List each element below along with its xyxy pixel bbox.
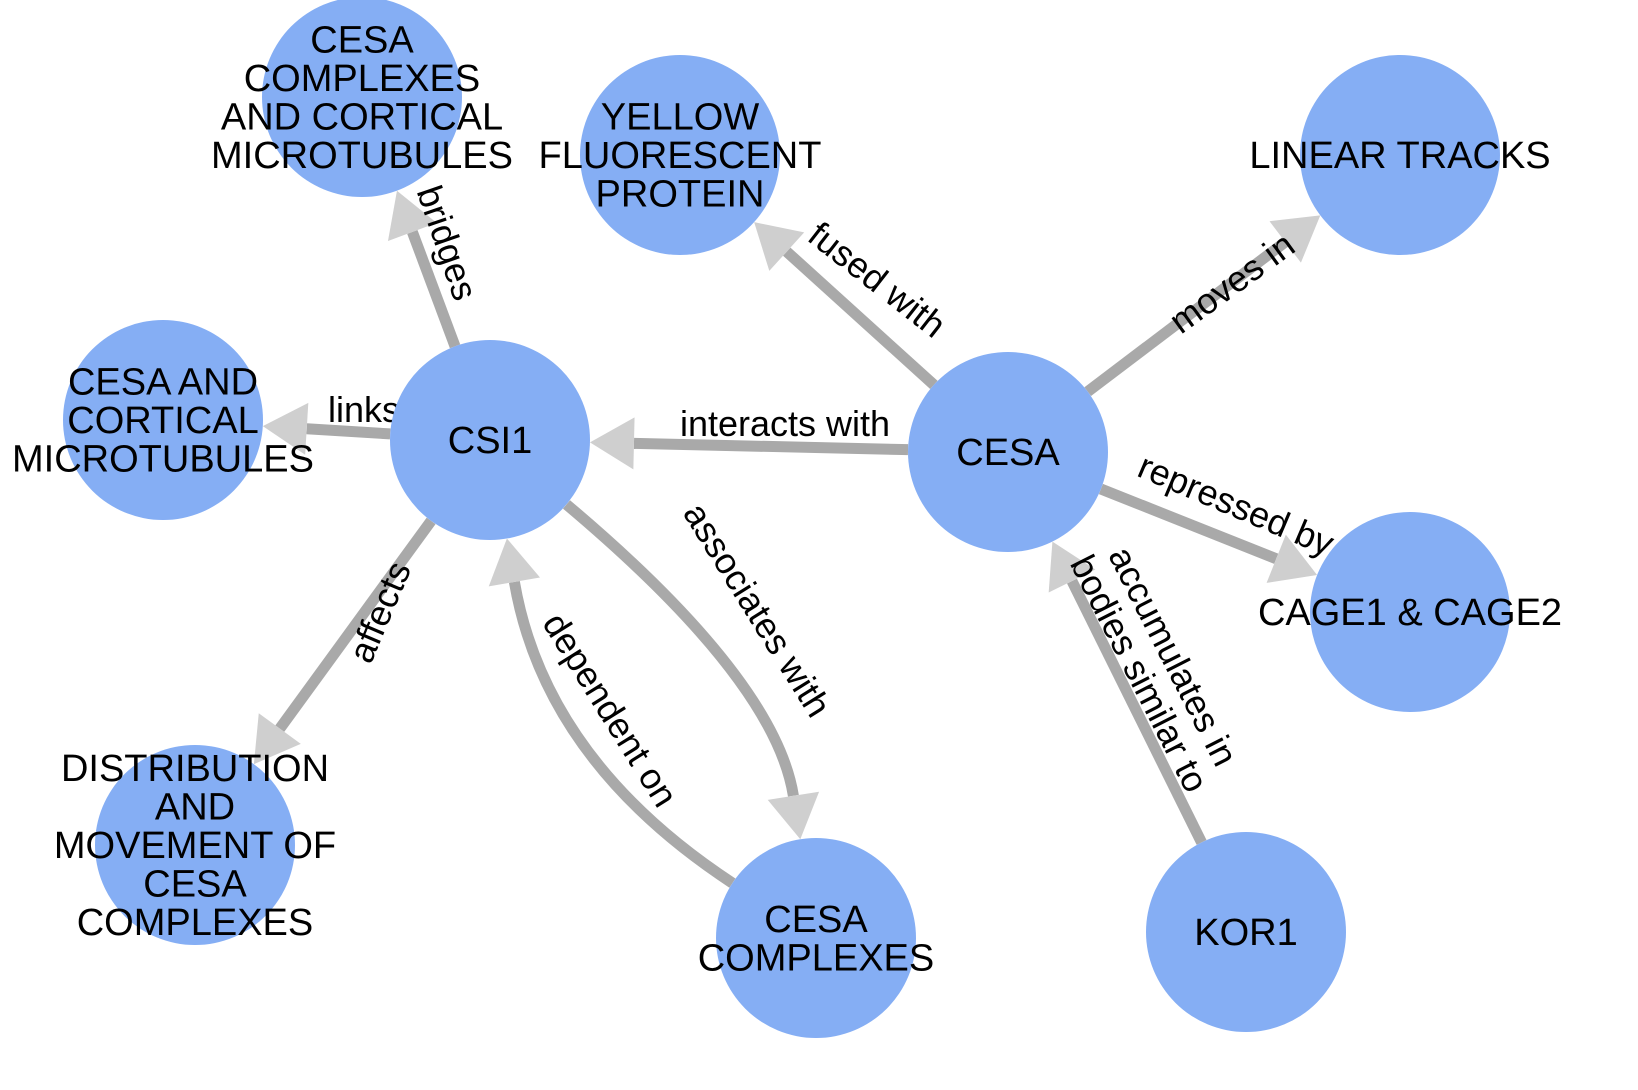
edge-fused: fused with xyxy=(754,214,954,389)
edge-affects: affects xyxy=(253,517,436,765)
edge-label-line: links xyxy=(328,389,400,430)
node-circle[interactable] xyxy=(63,320,263,520)
edge-line xyxy=(407,229,461,349)
node-label-line: KOR1 xyxy=(1194,912,1297,954)
node-label-line: CAGE1 & CAGE2 xyxy=(1258,592,1562,634)
node-label-line: MICROTUBULES xyxy=(12,439,314,481)
edge-line xyxy=(275,517,436,732)
node-label-line: COMPLEXES xyxy=(77,902,314,944)
node-label-line: CESA xyxy=(143,864,247,906)
edge-layer: bridges links affects associates withdepend… xyxy=(253,180,1340,888)
node-csi1[interactable]: CSI1 xyxy=(390,340,590,540)
edge-accumulates: accumulates inbodies similar to xyxy=(1048,540,1246,845)
node-label: CAGE1 & CAGE2 xyxy=(1258,592,1562,634)
arrowhead xyxy=(767,791,820,840)
node-label-line: COMPLEXES xyxy=(698,937,935,979)
arrowhead xyxy=(253,713,301,765)
edge-line xyxy=(508,580,736,888)
node-label-line: CORTICAL xyxy=(67,400,258,442)
node-cesa[interactable]: CESA xyxy=(908,352,1108,552)
node-cage[interactable]: CAGE1 & CAGE2 xyxy=(1258,512,1562,712)
edge-dependent: dependent on xyxy=(488,538,736,888)
node-circle[interactable] xyxy=(1300,55,1500,255)
edge-bridges: bridges xyxy=(387,180,486,349)
node-linear-tracks[interactable]: LINEAR TRACKS xyxy=(1249,55,1551,255)
edge-label: moves in xyxy=(1161,224,1302,342)
node-label: KOR1 xyxy=(1194,912,1297,954)
arrowhead xyxy=(1266,534,1318,583)
node-label-line: FLUORESCENT xyxy=(539,135,822,177)
edge-label-line: affects xyxy=(340,555,419,668)
node-label-line: YELLOW xyxy=(601,97,760,139)
edge-label: links xyxy=(328,389,400,430)
edge-label: associates with xyxy=(675,495,839,724)
arrowhead xyxy=(589,417,635,470)
node-label-line: MOVEMENT OF xyxy=(54,825,336,867)
arrowhead xyxy=(1048,541,1096,593)
node-label-line: CESA xyxy=(310,19,414,61)
arrowhead xyxy=(488,538,541,587)
node-label-line: COMPLEXES xyxy=(244,58,481,100)
node-label-line: CESA xyxy=(956,432,1060,474)
edge-label: interacts with xyxy=(680,403,890,444)
node-label-line: AND xyxy=(155,787,235,829)
edge-moves: moves in xyxy=(1084,215,1321,396)
node-circle[interactable] xyxy=(262,0,462,197)
node-circle[interactable] xyxy=(908,352,1108,552)
arrowhead xyxy=(1269,215,1321,263)
node-circle[interactable] xyxy=(95,745,295,945)
arrowhead xyxy=(387,190,437,242)
edge-label-line: moves in xyxy=(1161,224,1302,342)
edge-line xyxy=(562,500,799,797)
edge-line xyxy=(1084,237,1289,396)
edge-line xyxy=(306,423,391,440)
edge-line xyxy=(783,247,938,389)
edge-label-line: associates with xyxy=(675,495,839,724)
node-label-line: MICROTUBULES xyxy=(211,135,513,177)
edge-interacts: interacts with xyxy=(589,403,909,470)
node-label-line: PROTEIN xyxy=(596,174,765,216)
node-circle[interactable] xyxy=(390,340,590,540)
arrowhead xyxy=(262,402,309,455)
edge-line xyxy=(1067,578,1207,845)
node-label-line: CSI1 xyxy=(448,420,532,462)
node-circle[interactable] xyxy=(1310,512,1510,712)
edge-label: affects xyxy=(340,555,419,668)
edge-line xyxy=(1098,483,1279,564)
node-circle[interactable] xyxy=(1146,832,1346,1032)
node-label-line: AND CORTICAL xyxy=(221,96,503,138)
node-kor1[interactable]: KOR1 xyxy=(1146,832,1346,1032)
edge-label-line: interacts with xyxy=(680,403,890,444)
edge-links: links xyxy=(262,389,400,455)
node-label-line: CESA xyxy=(764,899,868,941)
node-label-line: LINEAR TRACKS xyxy=(1249,135,1550,177)
node-circle[interactable] xyxy=(716,838,916,1038)
node-circle[interactable] xyxy=(580,55,780,255)
arrowhead xyxy=(754,222,805,271)
node-label: CESA xyxy=(956,432,1060,474)
node-label-line: CESA AND xyxy=(68,362,258,404)
node-label-line: DISTRIBUTION xyxy=(61,748,329,790)
node-label: LINEAR TRACKS xyxy=(1249,135,1550,177)
edge-line xyxy=(633,437,909,456)
node-label: CSI1 xyxy=(448,420,532,462)
